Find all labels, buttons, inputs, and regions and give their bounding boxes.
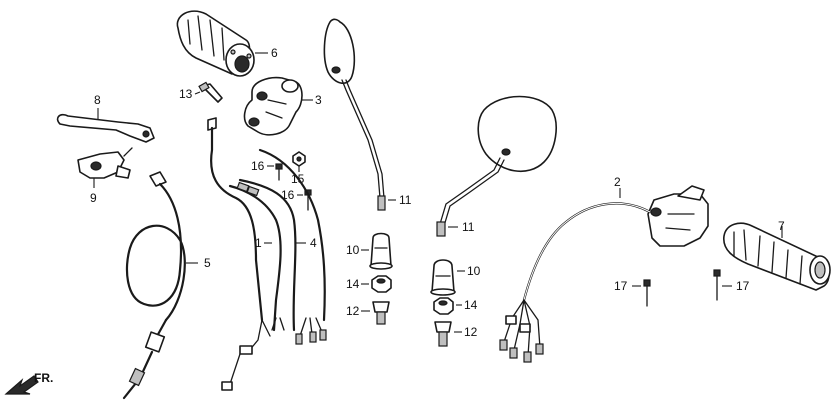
leader-13: [194, 91, 201, 95]
callout-8: 8: [94, 93, 101, 107]
bolt-12-left: [372, 301, 390, 325]
cable-end-fittings: [221, 181, 327, 391]
clutch-lever: [56, 113, 155, 143]
screw-13: [198, 81, 223, 103]
right-grip: [723, 222, 831, 291]
callout-11b: 11: [462, 220, 475, 234]
callout-4: 4: [310, 236, 317, 250]
callout-3: 3: [315, 93, 322, 107]
nut-15: [292, 151, 306, 167]
callout-12b: 12: [464, 325, 478, 339]
clutch-bracket: [77, 147, 133, 179]
callout-14a: 14: [346, 277, 360, 291]
throttle-cables-1-4: [207, 117, 327, 391]
boot-10-left: [369, 232, 393, 270]
callout-17a: 17: [614, 279, 628, 293]
callout-9: 9: [90, 191, 97, 205]
callout-2: 2: [614, 175, 621, 189]
screw-17-right: [713, 269, 721, 301]
callout-7: 7: [778, 219, 785, 233]
callout-12a: 12: [346, 304, 360, 318]
callout-17b: 17: [736, 279, 750, 293]
clutch-cable: [122, 171, 186, 400]
right-switch-housing: [647, 185, 709, 247]
screw-17-left: [643, 279, 651, 307]
front-direction-arrow-icon: [4, 375, 39, 395]
bolt-12-right: [434, 321, 452, 347]
front-direction-label: FR.: [34, 371, 53, 385]
callout-10a: 10: [346, 243, 360, 257]
left-switch-housing: [243, 76, 303, 136]
left-grip: [176, 10, 255, 77]
screw-16-upper: [275, 163, 283, 181]
callout-13: 13: [179, 87, 193, 101]
callout-6: 6: [271, 46, 278, 60]
switch-wiring-harness: [499, 202, 652, 363]
right-mirror: [436, 95, 557, 237]
callout-1: 1: [255, 236, 262, 250]
left-mirror: [323, 18, 386, 211]
callout-5: 5: [204, 256, 211, 270]
nut-14-left: [371, 275, 392, 293]
callout-16a: 16: [251, 159, 265, 173]
callout-11a: 11: [399, 193, 412, 207]
boot-10-right: [430, 259, 456, 296]
nut-14-right: [433, 297, 454, 315]
callout-14b: 14: [464, 298, 478, 312]
callout-10b: 10: [467, 264, 481, 278]
